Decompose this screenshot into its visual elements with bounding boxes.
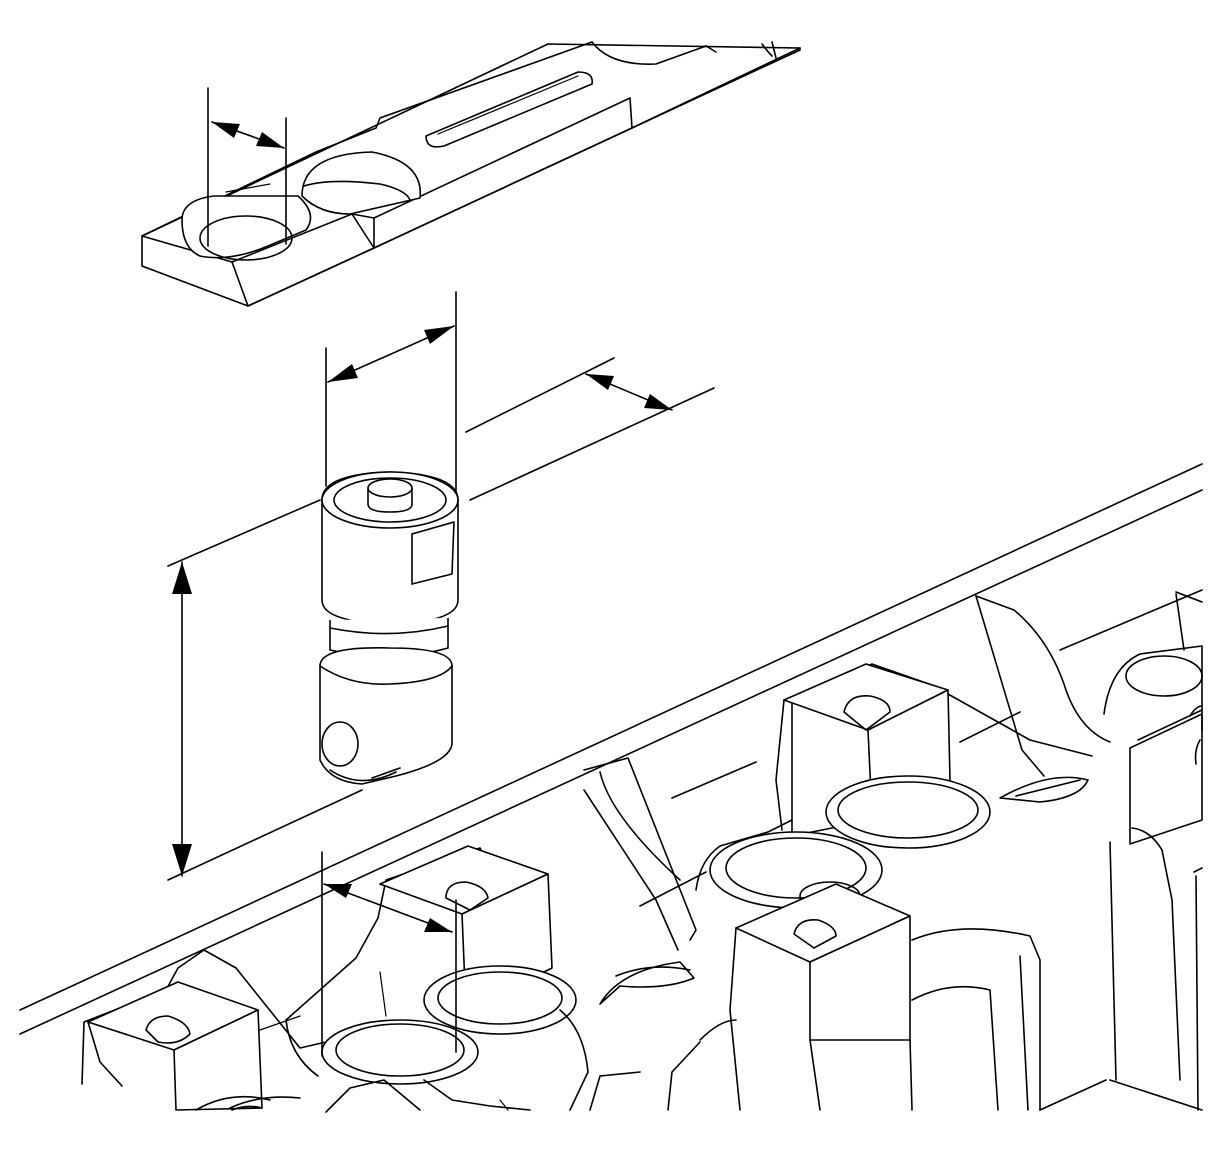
lifter-bore-diameter-dimension	[321, 851, 457, 1057]
lifter-guide-bar	[141, 41, 801, 307]
lifter-body-diameter-dimension	[327, 325, 455, 383]
cylinder-head	[19, 463, 1203, 1113]
lifter-height-dimension	[167, 499, 363, 881]
hydraulic-roller-lifter	[319, 291, 459, 785]
guide-slot-width-dimension	[211, 121, 285, 149]
lifter-flat-width-dimension	[465, 357, 715, 501]
